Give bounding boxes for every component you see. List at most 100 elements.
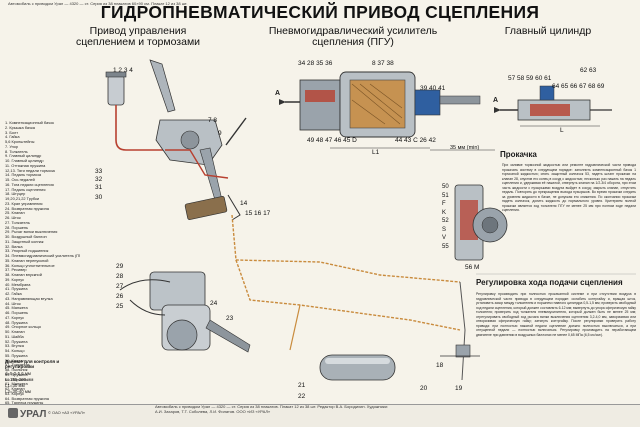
section-title-line1: Пневмогидравлический усилитель (268, 25, 438, 37)
legend-item: 28. Поршень (5, 225, 29, 230)
section-title-line2: сцепления (ПГУ) (312, 36, 394, 48)
callout-pgu-bottom1: 49 48 47 46 45 D (307, 137, 357, 144)
legend-item: 23. Кран управления (5, 201, 43, 206)
callout-25-29: 29 28 27 26 25 (116, 263, 124, 310)
legend-item: 14. Педаль тормоза (5, 173, 41, 178)
legend-item: 49. Опорное кольцо (5, 325, 41, 330)
callout-mc-top3: 64 65 66 67 68 69 (552, 83, 605, 90)
brand-logo: УРАЛ (8, 408, 46, 420)
legend-item: 2. Крышка бачка (5, 125, 35, 130)
callout-31: 31 (95, 184, 103, 191)
brand-logo-icon (8, 408, 18, 418)
section-title-control-drive: Привод управления сцеплением и тормозами (38, 26, 238, 48)
callout-20: 20 (420, 385, 428, 392)
callout-19: 19 (455, 385, 463, 392)
legend-item: 59. Пружина (5, 372, 28, 377)
legend-item: 4. Гайка (5, 135, 20, 140)
callout-24: 24 (210, 300, 218, 307)
callout-pgu-bottom2: 44 43 C 26 42 (395, 137, 436, 144)
legend-item: 29. Рычаг вилки выключения (5, 230, 58, 235)
callout-pgu-35mm: 35 мм (min) (450, 145, 480, 151)
legend-item: 57. Толкатель (5, 363, 30, 368)
poster-title: ГИДРОПНЕВМАТИЧЕСКИЙ ПРИВОД СЦЕПЛЕНИЯ (100, 2, 540, 22)
legend-item: 27. Толкатель (5, 220, 30, 225)
legend-item: 55. Пружина (5, 353, 28, 358)
bleeding-heading: Прокачка (500, 150, 537, 159)
legend-item: 1. Компенсационный бачок (5, 121, 54, 125)
legend-item: 50. Клапан (5, 330, 25, 334)
legend-item: 19,20,21,22 Трубки (5, 197, 40, 201)
callout-33: 33 (95, 168, 103, 175)
callout-pgu-top1: 34 28 35 36 (298, 60, 333, 67)
callout-56M: 56 M (465, 264, 480, 271)
callout-pgu-top2: 8 37 38 (372, 60, 394, 67)
callout-7-8: 7 8 (208, 117, 218, 124)
footer-copyright: © ОАО «АЗ «УРАЛ» (48, 410, 86, 415)
legend-item: 62. Клапан (5, 387, 25, 391)
callout-mc-top1: 57 58 59 60 61 (508, 75, 552, 82)
data-box-heading: Данные для контроля и регулировки (5, 359, 60, 370)
callout-pgu-L1: L1 (372, 149, 380, 156)
legend-item: 46. Поршень (5, 311, 29, 315)
callout-21: 21 (298, 382, 306, 389)
legend-item: 10. Главный цилиндр (5, 159, 44, 163)
legend-item: 52. Пружина (5, 339, 28, 344)
adjustment-heading: Регулировка хода подачи сцепления (476, 278, 623, 287)
poster-topline: Автомобиль с приводом Урал — 4320 — ст. … (8, 1, 188, 6)
legend-item: 7. Упор (5, 144, 19, 149)
legend-item: 38. Клапан впускной (5, 273, 42, 277)
legend-item: 26. Шток (5, 216, 21, 220)
data-value: d=5,0-5,6 мм (5, 371, 31, 376)
legend-item: 54. Кольцо (5, 349, 25, 353)
legend-item: 41. Пружина (5, 287, 28, 292)
adjustment-text: Регулировку производить при полностью пр… (476, 292, 636, 337)
legend-item: 48. Пружина (5, 320, 28, 325)
legend-item: 58. Пыльник (5, 368, 28, 372)
brand-name: УРАЛ (20, 409, 47, 420)
legend-item: 25. Клапан (5, 211, 25, 216)
master-cylinder-drawing (494, 85, 612, 127)
callout-mc-A: A (493, 97, 499, 104)
callout-valve-side: 50 51 F K 52 S V 55 (442, 184, 449, 250)
legend-item: 3. Болт (5, 130, 19, 135)
callout-mc-L: L (560, 127, 564, 134)
footer-bar (0, 404, 640, 427)
callout-pgu-top3: 39 40 41 (420, 85, 446, 92)
pipelines-drawing (165, 149, 466, 381)
data-value: L=185-200 мм (5, 377, 34, 382)
legend-item: 60. Поршень (5, 377, 29, 382)
data-value: L2=30-40 мм (5, 389, 31, 394)
section-title-master-cylinder: Главный цилиндр (504, 25, 592, 37)
legend-item: 56. Клапан (5, 358, 25, 363)
callout-32: 32 (95, 176, 103, 183)
legend-item: 65. Тарелка пружины (5, 401, 80, 406)
bleeding-text: При заливке тормозной жидкостью или ремо… (502, 163, 636, 213)
footer-credits: Автомобиль с приводом Урал — 4320 — ст. … (155, 404, 388, 414)
legend-item: 18. Штуцер (5, 192, 26, 197)
legend-item: 35. Клапан перепускной (5, 258, 49, 263)
callout-22: 22 (298, 393, 306, 400)
data-value: L1=30 мм (5, 383, 25, 388)
callout-15-17: 15 16 17 (245, 210, 271, 217)
legend-item: 30. Воздушный баллон (5, 235, 47, 239)
valve-bottom-drawing (440, 344, 480, 358)
section-title-line1: Привод управления (89, 25, 187, 37)
callout-mc-top2: 62 63 (580, 67, 597, 74)
data-box-values: d=5,0-5,6 мм L=185-200 мм L1=30 мм L2=30… (5, 371, 75, 395)
legend-item: 47. Корпус (5, 315, 25, 320)
air-tank-drawing (319, 354, 396, 381)
legend-item: 11. Оттяжная пружина (5, 163, 46, 168)
legend-item: 36. Кольцо уплотнительное (5, 263, 55, 268)
legend-item: 45. Манжета (5, 306, 28, 311)
legend-item: 61. Манжета (5, 382, 28, 387)
callout-18: 18 (436, 362, 444, 369)
legend-item: 33. Упорный подшипник (5, 249, 49, 254)
callout-14: 14 (240, 200, 248, 207)
legend-item: 5,6 Кронштейны (5, 140, 35, 144)
legend-item: 42. Гайка (5, 292, 22, 296)
reservoir-drawing (105, 71, 165, 151)
legend-item: 40. Мембрана (5, 282, 31, 287)
legend-item: 8. Толкатель (5, 149, 28, 154)
legend-item: 24. Возвратная пружина (5, 206, 49, 211)
